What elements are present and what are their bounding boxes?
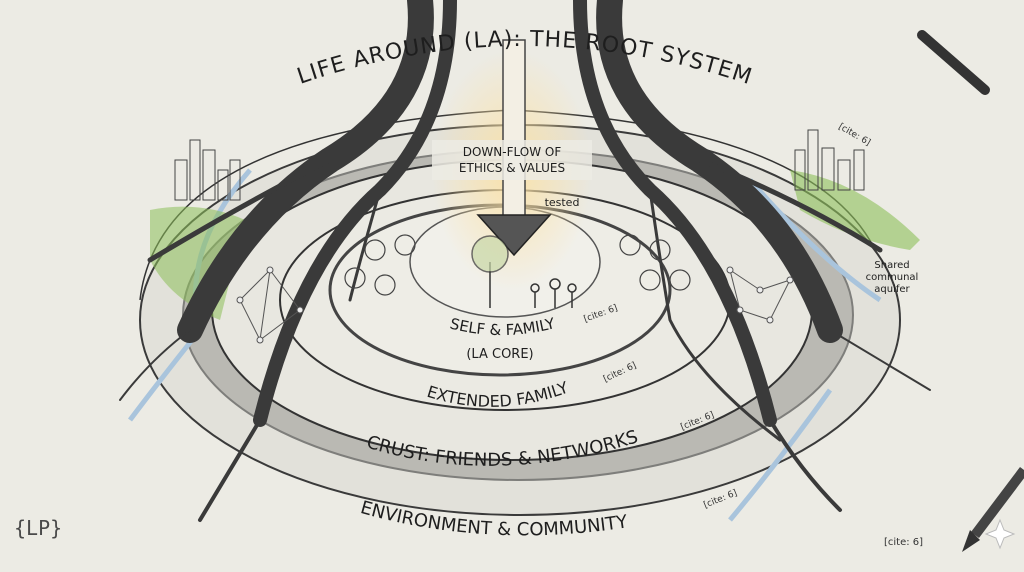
lp-logo: {LP} — [14, 516, 63, 540]
pencil-top-right-icon — [917, 30, 990, 95]
aquifer-label-line3: aquifer — [874, 284, 910, 295]
root-trunk-icon — [119, 0, 931, 522]
aquifer-label-line1: Shared — [874, 260, 909, 271]
pencil-bottom-right-icon — [962, 466, 1024, 552]
title-cite: [cite: 6] — [837, 122, 872, 148]
stream-right — [728, 178, 882, 522]
environment-cite: [cite: 6] — [702, 488, 738, 510]
extended-family-portraits-right — [619, 234, 691, 291]
tree-family-icon — [471, 235, 577, 308]
self-family-sublabel: (LA CORE) — [466, 347, 533, 362]
extended-family-portraits-left — [344, 234, 416, 296]
network-nodes-icon — [236, 266, 794, 344]
arrow-label-line1: DOWN-FLOW OF — [463, 145, 562, 159]
corner-cite: [cite: 6] — [884, 537, 924, 548]
sparkle-icon — [984, 518, 1016, 550]
arrow-label-line2: ETHICS & VALUES — [459, 161, 565, 175]
city-right-icon — [794, 129, 865, 191]
aquifer-label-line2: communal — [866, 272, 919, 283]
tested-label: tested — [545, 196, 580, 209]
city-left-icon — [174, 139, 241, 201]
